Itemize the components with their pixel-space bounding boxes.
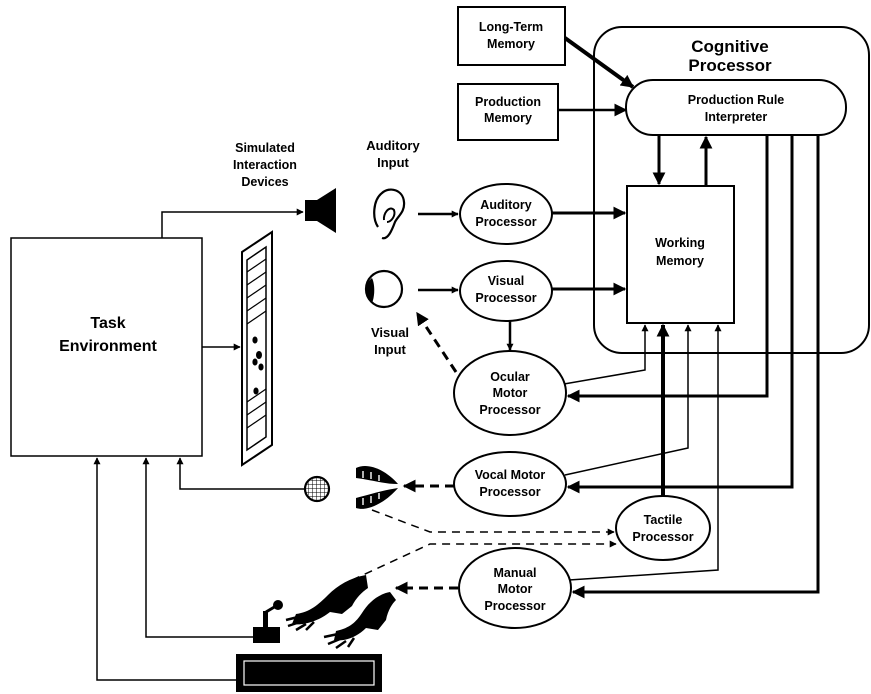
hand-icon <box>285 575 368 632</box>
microphone-icon <box>303 475 331 503</box>
ocular-to-eye-arrow <box>415 311 458 373</box>
vocal-to-wm-arrow <box>564 324 692 476</box>
hand-to-tactile-arrow <box>351 540 617 581</box>
mouth-icon <box>356 465 398 509</box>
hand-icon <box>323 592 396 650</box>
eye-icon <box>364 269 404 309</box>
interpreter-to-vocal-arrow <box>566 135 794 494</box>
interpreter-to-manual-arrow <box>571 135 820 599</box>
display-screen-icon <box>241 230 273 467</box>
keyboard-icon <box>236 654 382 692</box>
joystick-icon <box>253 600 283 643</box>
ear-icon <box>373 188 406 240</box>
ocular-to-wm-arrow <box>563 324 649 385</box>
manual-to-wm-arrow <box>568 324 722 581</box>
mic-to-env-arrow <box>176 457 305 490</box>
joystick-to-env-arrow <box>142 457 253 638</box>
ltm-to-interpreter-arrow <box>563 36 635 89</box>
env-to-speaker-arrow <box>161 208 304 238</box>
mouth-to-tactile-arrow <box>371 509 615 536</box>
keyboard-to-env-arrow <box>93 457 236 681</box>
interpreter-to-ocular-arrow <box>566 135 769 403</box>
speaker-icon <box>305 188 336 233</box>
